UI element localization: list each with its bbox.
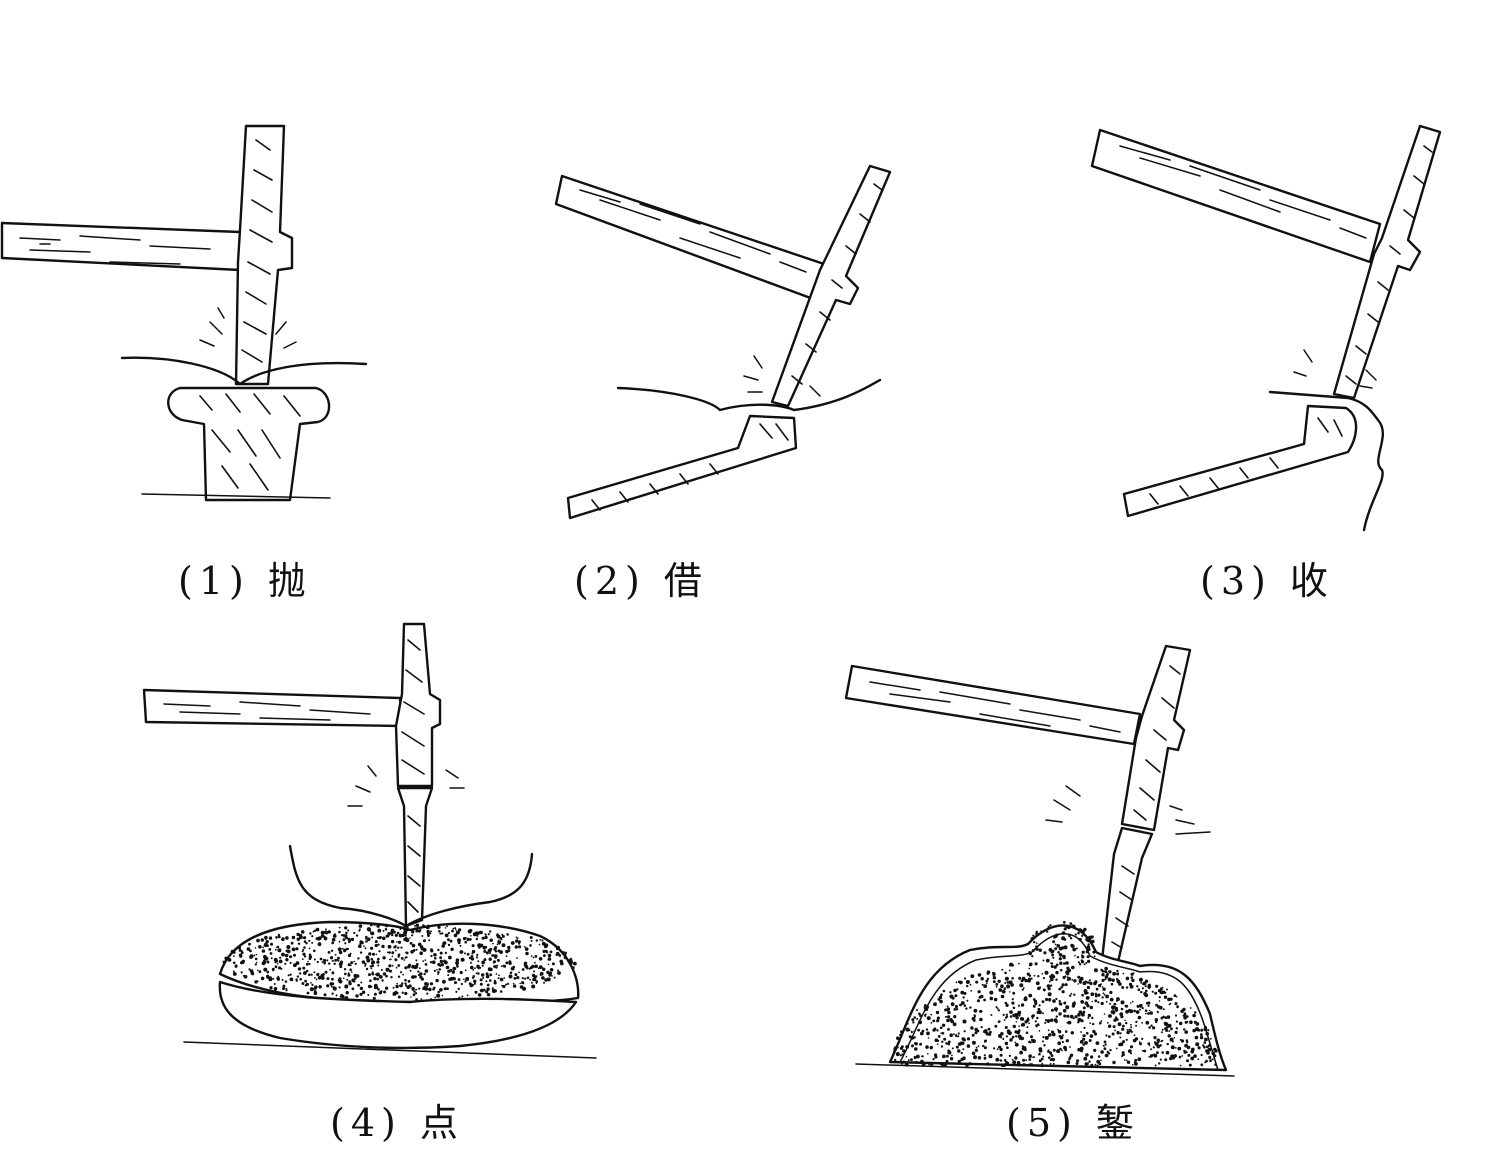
panel-4: (4) 点 <box>140 610 640 1161</box>
hammer-handle <box>844 664 1142 746</box>
metal-sheet <box>616 378 882 412</box>
anvil-stake <box>566 414 798 520</box>
panel-2: (2) 借 <box>540 0 960 603</box>
panel-1-caption: (1) 抛 <box>178 559 312 603</box>
sand-texture <box>222 923 577 1001</box>
panel-5-caption: (5) 錾 <box>1006 1101 1140 1145</box>
punch-tool <box>396 786 434 928</box>
metal-sheet <box>1268 390 1384 532</box>
hammer-handle <box>142 688 404 728</box>
hammer-head <box>770 164 892 408</box>
impact-sparks <box>743 355 821 397</box>
panel-5: (5) 錾 <box>840 610 1260 1161</box>
panel-1: (1) 抛 <box>0 0 520 603</box>
impact-sparks <box>1045 785 1211 835</box>
panel-5-drawing <box>844 644 1235 1077</box>
panel-4-drawing <box>142 622 597 1059</box>
panel-2-caption: (2) 借 <box>574 559 708 603</box>
hammer-head <box>394 622 442 788</box>
sandbag <box>183 920 597 1059</box>
impact-sparks <box>1293 349 1377 389</box>
panel-3-caption: (3) 收 <box>1200 559 1334 603</box>
hammer-head <box>1332 124 1442 400</box>
panel-3: (3) 收 <box>1080 0 1512 603</box>
panel-4-caption: (4) 点 <box>330 1101 464 1145</box>
chisel-tool <box>1100 826 1154 964</box>
hammer-head <box>234 124 294 386</box>
hammer-handle <box>554 174 832 302</box>
metal-sheet <box>120 356 368 386</box>
panel-2-drawing <box>554 164 892 520</box>
anvil-stake <box>1122 404 1358 518</box>
sandbag-mound <box>855 920 1235 1077</box>
impact-sparks <box>199 307 297 349</box>
impact-sparks <box>347 765 465 807</box>
panel-3-drawing <box>1090 124 1442 532</box>
sand-texture <box>893 920 1218 1068</box>
anvil-stake <box>141 386 331 502</box>
hammer-handle <box>0 221 242 272</box>
panel-1-drawing <box>0 124 368 502</box>
hammer-handle <box>1090 128 1382 264</box>
hammer-head <box>1120 644 1192 832</box>
